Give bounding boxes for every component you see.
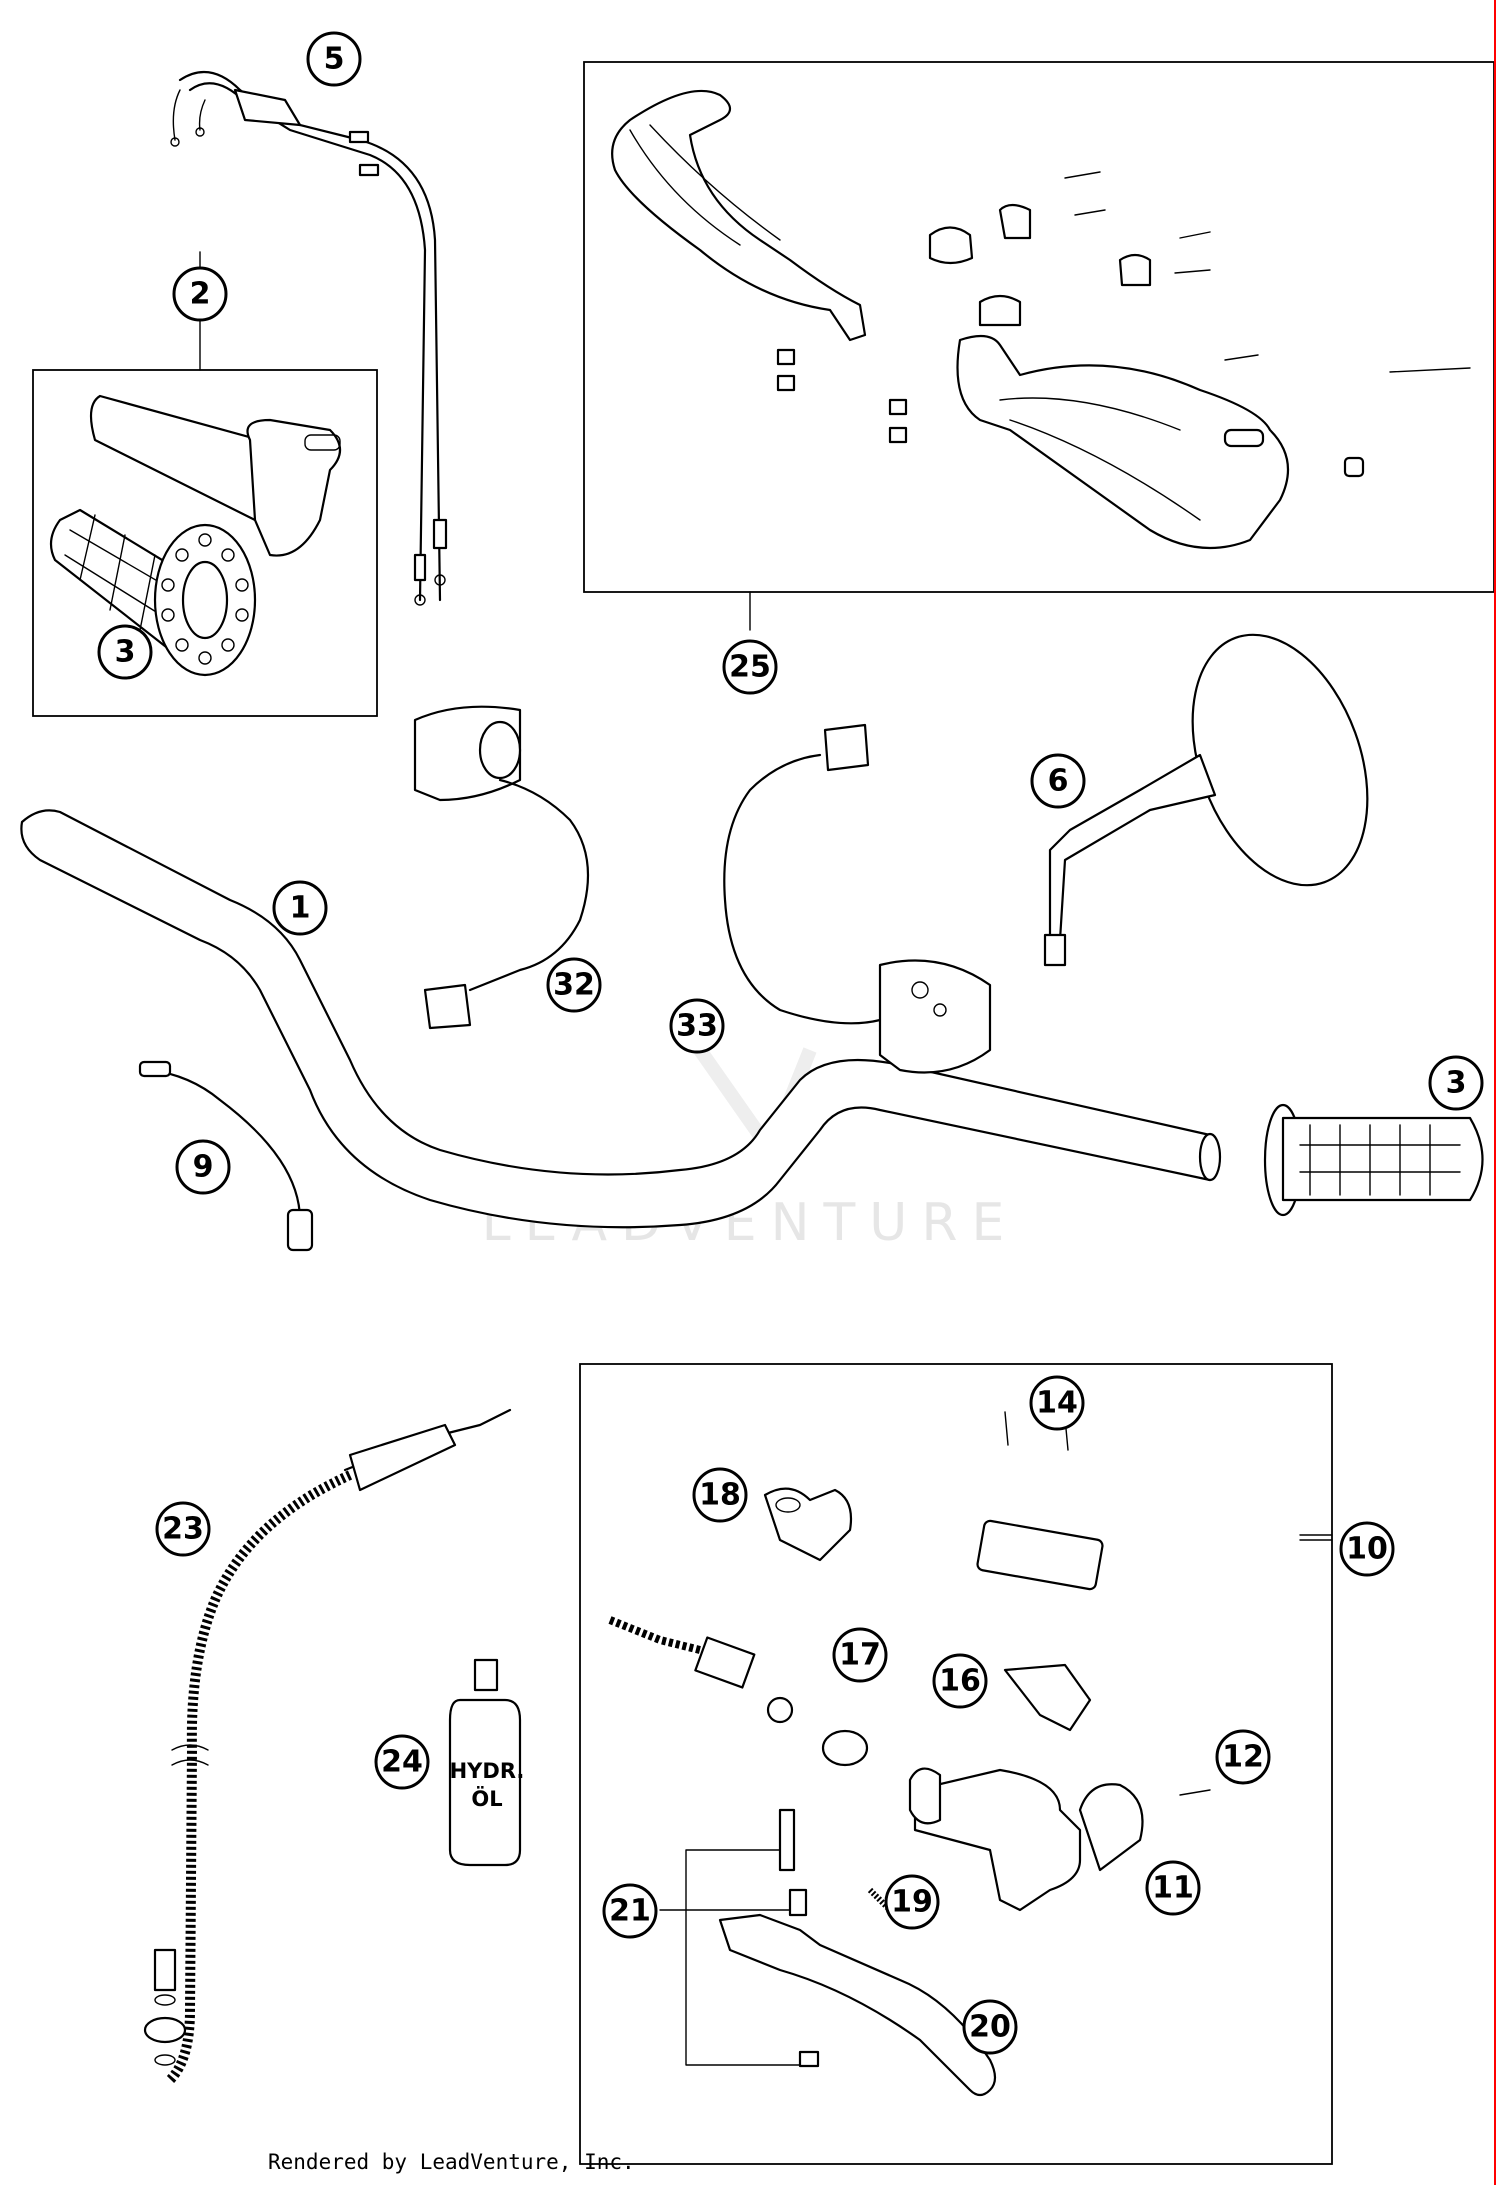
callout-14: 14 [1029, 1375, 1085, 1431]
svg-text:20: 20 [969, 2010, 1011, 2045]
callout-18: 18 [692, 1467, 748, 1523]
throttle-assembly [49, 394, 342, 677]
callout-9: 9 [175, 1139, 231, 1195]
callout-19: 19 [884, 1874, 940, 1930]
svg-text:2: 2 [190, 277, 211, 312]
throttle-cables [170, 70, 448, 606]
callout-17: 17 [832, 1627, 888, 1683]
callout-6: 6 [1030, 753, 1086, 809]
svg-text:3: 3 [1446, 1066, 1467, 1101]
callout-20: 20 [962, 1999, 1018, 2055]
oil-label-line-1: HYDR. [450, 1759, 525, 1783]
callout-32: 32 [546, 957, 602, 1013]
callout-33: 33 [669, 998, 725, 1054]
svg-text:19: 19 [891, 1885, 933, 1920]
svg-text:6: 6 [1048, 764, 1069, 799]
callout-23: 23 [155, 1501, 211, 1557]
callout-21: 21 [602, 1883, 658, 1939]
callout-1: 1 [272, 880, 328, 936]
oil-bottle: HYDR. ÖL [448, 1658, 525, 1867]
svg-text:5: 5 [324, 42, 345, 77]
svg-text:23: 23 [162, 1512, 204, 1547]
callout-11: 11 [1145, 1860, 1201, 1916]
handlebar [20, 809, 1222, 1229]
callout-25: 25 [722, 639, 778, 695]
svg-text:24: 24 [381, 1745, 423, 1780]
handguards [611, 89, 1471, 550]
svg-text:14: 14 [1036, 1386, 1078, 1421]
svg-text:11: 11 [1152, 1871, 1194, 1906]
callout-24: 24 [374, 1734, 430, 1790]
svg-text:33: 33 [676, 1009, 718, 1044]
svg-text:1: 1 [290, 891, 311, 926]
svg-text:10: 10 [1346, 1532, 1388, 1567]
callout-16: 16 [932, 1653, 988, 1709]
callout-5: 5 [306, 31, 362, 87]
callout-2: 2 [172, 266, 228, 322]
svg-text:21: 21 [609, 1894, 651, 1929]
svg-text:12: 12 [1222, 1740, 1264, 1775]
clutch-master-box [579, 1363, 1333, 2165]
clutch-master-assembly [608, 1411, 1333, 2097]
grip-right [1263, 1103, 1484, 1217]
svg-text:32: 32 [553, 968, 595, 1003]
svg-text:3: 3 [115, 635, 136, 670]
svg-text:17: 17 [839, 1638, 881, 1673]
throttle-grip-box [32, 369, 378, 717]
svg-text:16: 16 [939, 1664, 981, 1699]
callout-12: 12 [1215, 1729, 1271, 1785]
switch-left [413, 705, 590, 1030]
sensor-cable [138, 1060, 314, 1252]
page-edge-line [1494, 0, 1496, 2185]
callout-3-left: 3 [97, 624, 153, 680]
hydraulic-hose [143, 1408, 512, 2084]
rendered-by-footer: Rendered by LeadVenture, Inc. [268, 2150, 635, 2174]
callout-3-right: 3 [1428, 1055, 1484, 1111]
svg-text:25: 25 [729, 650, 771, 685]
switch-right [723, 723, 992, 1074]
callout-10: 10 [1339, 1521, 1395, 1577]
svg-text:9: 9 [193, 1150, 214, 1185]
handguard-kit-box [583, 61, 1495, 593]
svg-text:18: 18 [699, 1478, 741, 1513]
mirror [1043, 633, 1369, 967]
oil-label-line-2: ÖL [471, 1786, 502, 1811]
